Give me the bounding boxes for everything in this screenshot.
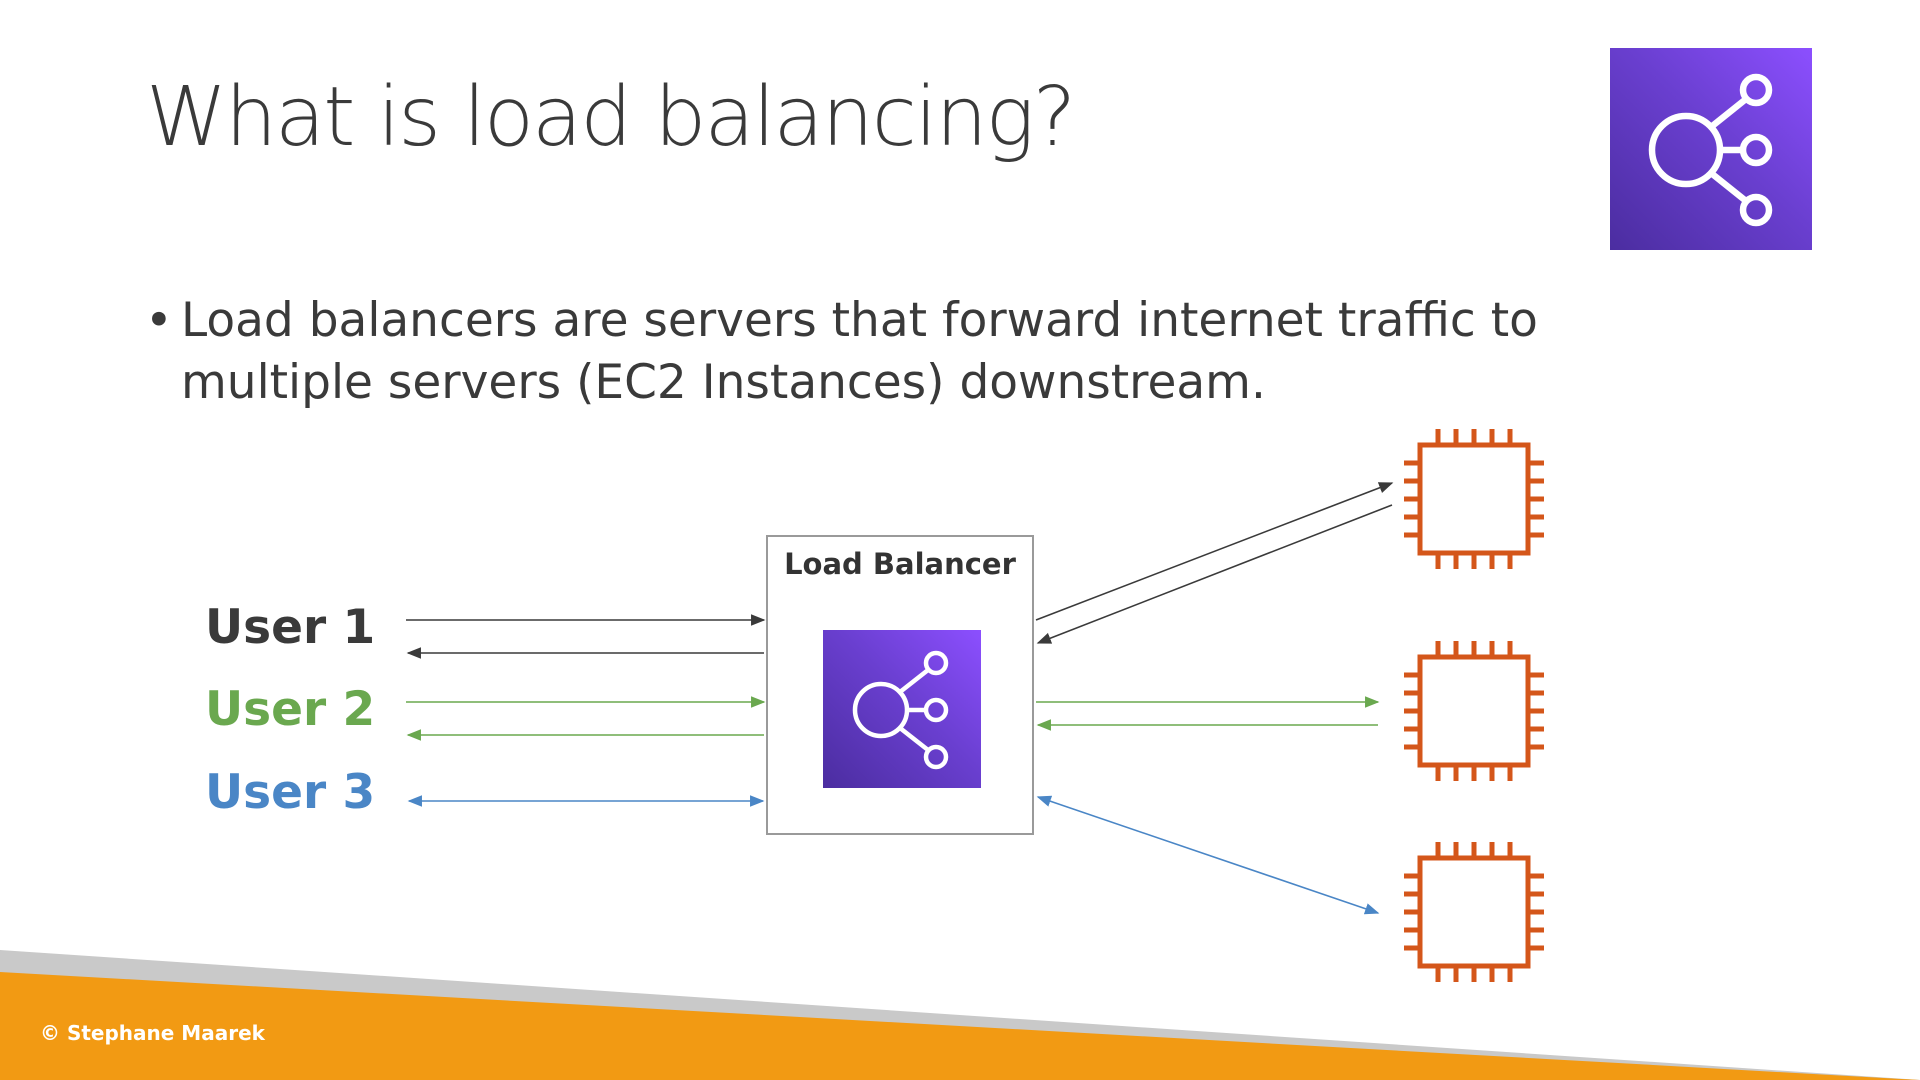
user-3-label: User 3	[205, 765, 376, 820]
ec2-instance-2-icon	[1404, 641, 1544, 781]
bullet-text: Load balancers are servers that forward …	[181, 293, 1538, 410]
udemy-watermark: Ūdemy	[1838, 1044, 1909, 1068]
bullet-marker: •	[145, 293, 173, 348]
load-balancer-icon	[823, 630, 981, 788]
elb-logo-icon	[1610, 48, 1812, 250]
instance1-response-arrow	[1036, 504, 1393, 644]
copyright-text: © Stephane Maarek	[40, 1021, 265, 1045]
instance3-arrow	[1036, 795, 1380, 915]
load-balancer-label: Load Balancer	[784, 547, 1016, 581]
user-1-label: User 1	[205, 600, 376, 655]
instance1-request-arrow	[1035, 482, 1394, 621]
bullet-point: • Load balancers are servers that forwar…	[145, 290, 1705, 414]
ec2-instance-3-icon	[1404, 842, 1544, 982]
load-balancer-box: Load Balancer	[766, 535, 1034, 835]
slide-title: What is load balancing?	[146, 70, 1076, 165]
ec2-instance-1-icon	[1404, 429, 1544, 569]
user-2-label: User 2	[205, 682, 376, 737]
